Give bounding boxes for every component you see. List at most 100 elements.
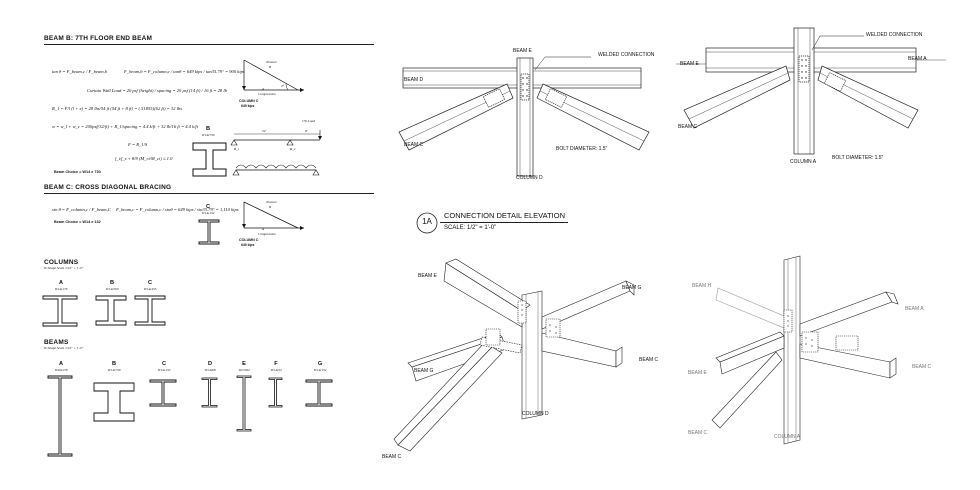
column-b-size: W14x500 xyxy=(105,287,119,291)
beam-b-overhang: 8' xyxy=(305,129,308,133)
beam-c-tri-tension: Tension xyxy=(266,200,277,204)
column-b-letter: B xyxy=(109,280,115,286)
beam-c-ishape xyxy=(149,379,177,407)
column-c-size: W14x455 xyxy=(143,287,157,291)
columns-title: COLUMNS xyxy=(44,259,79,266)
detail-scale: SCALE: 1/2" = 1'-0" xyxy=(444,225,497,231)
beam-f-letter: F xyxy=(274,361,278,367)
beam-b-eq-force: F_beam,b = F_column,c / tanθ = 649 kips … xyxy=(124,69,245,74)
beam-b-title-rule xyxy=(44,44,374,45)
beam-c-letter: C xyxy=(161,361,167,367)
beam-b-eq-interaction: f_i/f_s + 8/9 (M_ri/M_ci) ≤ 1.0 xyxy=(115,156,173,161)
beam-c-tri-a: A xyxy=(262,227,265,231)
iso-right-beam-a: BEAM A xyxy=(905,306,924,312)
beam-a-size: W40x278 xyxy=(54,368,68,372)
column-a-letter: A xyxy=(58,280,64,286)
elevation-right-drawing xyxy=(676,27,946,155)
elev-left-beam-c: BEAM C xyxy=(404,142,424,148)
beam-c-tri-column: COLUMN C xyxy=(239,238,259,242)
iso-right-drawing xyxy=(711,255,899,445)
elev-right-bolt: BOLT DIAMETER: 1.5" xyxy=(832,155,884,161)
beam-b-eq-f: F = R_1/S xyxy=(128,142,148,147)
beam-b-tri-tension: Tension xyxy=(266,60,277,64)
beam-g-letter: G xyxy=(317,361,323,367)
beam-c-tri-compression: Compression xyxy=(258,232,276,236)
column-a-ishape xyxy=(42,295,78,327)
beam-c-section-ishape xyxy=(198,219,220,245)
beam-b-span: 54' xyxy=(262,129,267,133)
beam-b-section-ishape xyxy=(192,142,227,177)
detail-tag-circle xyxy=(416,212,438,234)
beam-b-choice: Beam Choice = W14 x 730 xyxy=(54,170,101,174)
beam-e-ishape xyxy=(236,375,252,432)
elev-left-beam-e: BEAM E xyxy=(513,48,532,54)
iso-right-beam-e: BEAM E xyxy=(688,370,707,376)
beam-d-letter: D xyxy=(207,361,213,367)
beam-a-letter: A xyxy=(58,361,64,367)
beam-b-tri-angle: θ° xyxy=(281,84,285,88)
elev-left-bolt: BOLT DIAMETER: 1.5" xyxy=(556,146,608,152)
elev-right-beam-e: BEAM E xyxy=(680,61,699,67)
beam-c-title: BEAM C: CROSS DIAGONAL BRACING xyxy=(44,184,172,191)
iso-right-beam-h: BEAM H xyxy=(692,283,712,289)
beam-c-size: W14x132 xyxy=(157,368,171,372)
beam-b-tri-b: B xyxy=(269,65,272,69)
beam-b-eq-curtain: Curtain Wall Load = 20 psf (height) / sp… xyxy=(87,88,227,93)
beam-b-size: W14x730 xyxy=(107,368,121,372)
iso-right-beam-c-right: BEAM C xyxy=(912,364,932,370)
iso-right-beam-c-bottom: BEAM C xyxy=(688,430,708,436)
beam-b-letter: B xyxy=(111,361,117,367)
iso-left-beam-g-top: BEAM G xyxy=(622,285,642,291)
beam-b-section-letter: B xyxy=(205,126,211,132)
iso-left-beam-e: BEAM E xyxy=(418,273,437,279)
iso-left-beam-g-left: BEAM G xyxy=(414,368,434,374)
beam-c-tri-column-load: 649 kips xyxy=(241,243,255,247)
beam-d-size: W14x68 xyxy=(204,368,216,372)
iso-left-beam-c-right: BEAM C xyxy=(639,357,659,363)
beam-b-ishape xyxy=(93,382,135,422)
beam-b-section-size: W14x730 xyxy=(201,133,215,137)
beam-b-r1: R_1 xyxy=(234,147,240,151)
beam-c-eq-force: F_beam,c = F_column,c / sinθ = 649 kips … xyxy=(116,207,239,212)
beam-b-force-triangle xyxy=(242,59,304,92)
beam-b-tri-column-load: 649 kips xyxy=(241,104,255,108)
beam-f-size: W14x34 xyxy=(270,368,282,372)
beam-b-load-cw: CW Load xyxy=(302,119,315,123)
beam-e-size: W27x84 xyxy=(238,368,250,372)
beam-c-force-triangle xyxy=(242,201,304,230)
detail-title: CONNECTION DETAIL ELEVATION xyxy=(444,211,565,220)
detail-tag-number: 1A xyxy=(422,217,432,226)
iso-right-column: COLUMN A xyxy=(774,434,801,440)
column-b-ishape xyxy=(95,295,127,326)
beam-c-choice: Beam Choice = W14 x 132 xyxy=(54,220,101,224)
elev-right-beam-c: BEAM C xyxy=(678,124,698,130)
elevation-left-drawing xyxy=(398,56,650,177)
beam-b-load-diagram xyxy=(230,130,322,146)
beam-e-letter: E xyxy=(242,361,246,367)
beam-d-ishape xyxy=(201,377,218,408)
column-a-size: W14x176 xyxy=(54,287,68,291)
beam-b-eq-tan: tan θ = F_beam,c / F_beam,b xyxy=(52,69,107,74)
elev-right-welded: WELDED CONNECTION xyxy=(866,32,923,38)
beam-b-eq-reaction: R_1 = F/l (l + x) = 28 lbs/54 ft (54 ft … xyxy=(52,106,182,111)
column-c-ishape xyxy=(134,295,166,326)
beam-c-section-letter: C xyxy=(205,204,211,210)
beam-b-tri-compression: Compression xyxy=(258,92,276,96)
beam-c-tri-b: B xyxy=(269,205,272,209)
column-c-letter: C xyxy=(147,280,153,286)
beam-b-eq-load: w = w_l + w_c = 200psf(32/ft) + R_1/spac… xyxy=(52,124,198,129)
elev-left-column: COLUMN D xyxy=(516,175,543,181)
detail-title-rule xyxy=(440,222,568,223)
beam-c-section-size: W14x132 xyxy=(201,211,215,215)
elev-left-beam-d: BEAM D xyxy=(404,77,424,83)
iso-left-column: COLUMN D xyxy=(522,411,549,417)
beam-b-tri-a: A xyxy=(262,87,265,91)
beam-f-ishape xyxy=(268,377,283,408)
elev-right-beam-a: BEAM A xyxy=(908,56,927,62)
beam-c-eq-sin: sin θ = F_column,c / F_beam,C xyxy=(52,207,111,212)
iso-left-drawing xyxy=(393,258,635,452)
beam-b-tri-column: COLUMN C xyxy=(239,99,259,103)
beams-scale: W-Shape Scale 1/16" = 1'-0" xyxy=(44,346,84,350)
beam-b-title: BEAM B: 7TH FLOOR END BEAM xyxy=(44,35,153,42)
columns-scale: W-Shape Scale 1/16" = 1'-0" xyxy=(44,266,84,270)
